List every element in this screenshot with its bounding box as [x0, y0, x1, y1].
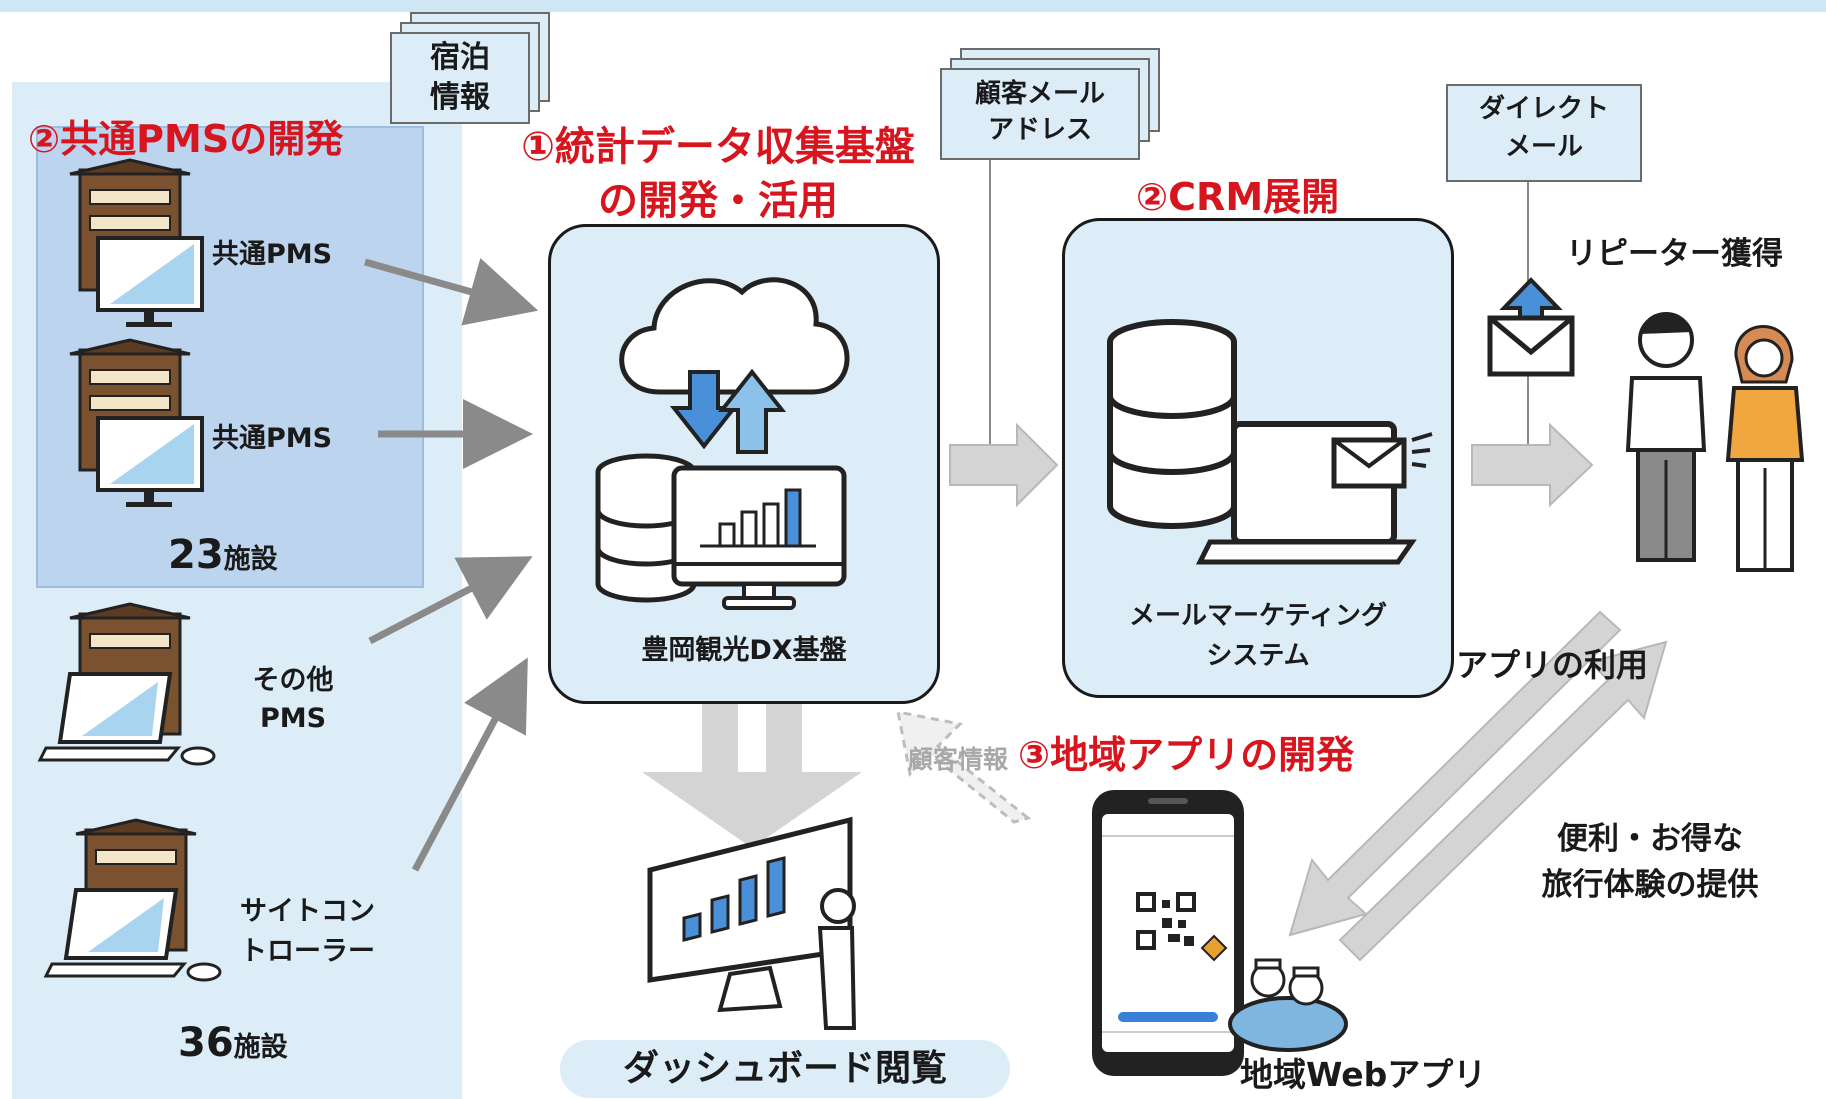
direct-mail-doc: ダイレクト メール [1446, 84, 1642, 182]
arrow-sitecontroller-to-platform [411, 657, 528, 872]
common-pms-heading: ②共通PMSの開発 [28, 117, 344, 161]
common-facility-count: 23施設 [168, 532, 278, 578]
lodging-doc-line-1: 宿泊 [430, 40, 490, 75]
common-count-unit: 施設 [223, 544, 278, 575]
arrow-platform-to-dashboard [642, 700, 862, 848]
arrow-platform-to-crm [949, 422, 1059, 508]
other-pms-line-2: PMS [259, 703, 327, 734]
pms-label-2: 共通PMS [212, 423, 333, 454]
dashboard-label: ダッシュボード閲覧 [560, 1040, 1010, 1098]
database-laptop-mail-icon [1107, 319, 1433, 565]
app-heading: ③地域アプリの開発 [1018, 733, 1355, 777]
arrow-crm-to-repeater [1471, 422, 1594, 508]
crm-label: メールマーケティング システム [1062, 596, 1454, 676]
site-controller-line-2: トローラー [240, 936, 375, 967]
platform-heading: ①統計データ収集基盤 の開発・活用 [478, 120, 958, 228]
mail-upload-icon [1487, 277, 1575, 377]
arrow-repeater-to-app [1288, 610, 1622, 937]
crm-label-line-1: メールマーケティング [1129, 601, 1387, 631]
arrow-app-to-platform [896, 710, 1032, 824]
site-controller-label: サイトコン トローラー [240, 892, 375, 972]
other-pms-label: その他 PMS [228, 662, 358, 738]
crm-label-line-2: システム [1206, 641, 1310, 671]
benefit-line-2: 旅行体験の提供 [1541, 867, 1759, 903]
hotel-pc-icon [69, 338, 204, 507]
benefit-line-1: 便利・お得な [1557, 821, 1743, 857]
lodging-doc-line-2: 情報 [430, 80, 490, 115]
cloud-database-icon [595, 277, 850, 610]
smartphone-qr-icon [1092, 790, 1348, 1076]
repeater-label: リピーター獲得 [1566, 236, 1783, 272]
site-controller-line-1: サイトコン [240, 896, 375, 927]
hotel-laptop-icon [43, 818, 222, 982]
platform-heading-line-2: の開発・活用 [598, 178, 838, 224]
customer-email-doc: 顧客メール アドレス [940, 68, 1140, 160]
other-pms-line-1: その他 [252, 665, 334, 696]
arrow-pms1-to-platform [364, 258, 539, 326]
arrow-app-to-repeater [1338, 640, 1668, 962]
other-count-unit: 施設 [233, 1032, 288, 1063]
hotel-pc-icon [69, 158, 204, 327]
app-usage-label: アプリの利用 [1456, 646, 1649, 684]
other-count-number: 36 [178, 1020, 234, 1066]
common-count-number: 23 [168, 532, 224, 578]
dm-doc-line-1: ダイレクト [1478, 94, 1609, 124]
platform-label: 豊岡観光DX基盤 [641, 635, 847, 666]
web-app-label: 地域Webアプリ [1240, 1055, 1487, 1094]
dm-doc-line-2: メール [1504, 132, 1583, 162]
top-band [0, 0, 1826, 12]
platform-heading-line-1: ①統計データ収集基盤 [521, 124, 915, 170]
customer-info-label: 顧客情報 [908, 745, 1009, 774]
arrow-other-to-platform [368, 556, 533, 645]
lodging-info-doc: 宿泊 情報 [390, 32, 530, 124]
email-doc-line-1: 顧客メール [974, 79, 1105, 109]
dashboard-monitor-icon [647, 816, 857, 1030]
pms-label-1: 共通PMS [212, 239, 333, 270]
email-doc-line-2: アドレス [987, 115, 1092, 145]
benefit-label: 便利・お得な 旅行体験の提供 [1520, 816, 1780, 908]
crm-heading: ②CRM展開 [1136, 175, 1340, 219]
hotel-laptop-icon [37, 602, 216, 766]
travelers-icon [1625, 312, 1805, 572]
other-facility-count: 36施設 [178, 1020, 288, 1066]
